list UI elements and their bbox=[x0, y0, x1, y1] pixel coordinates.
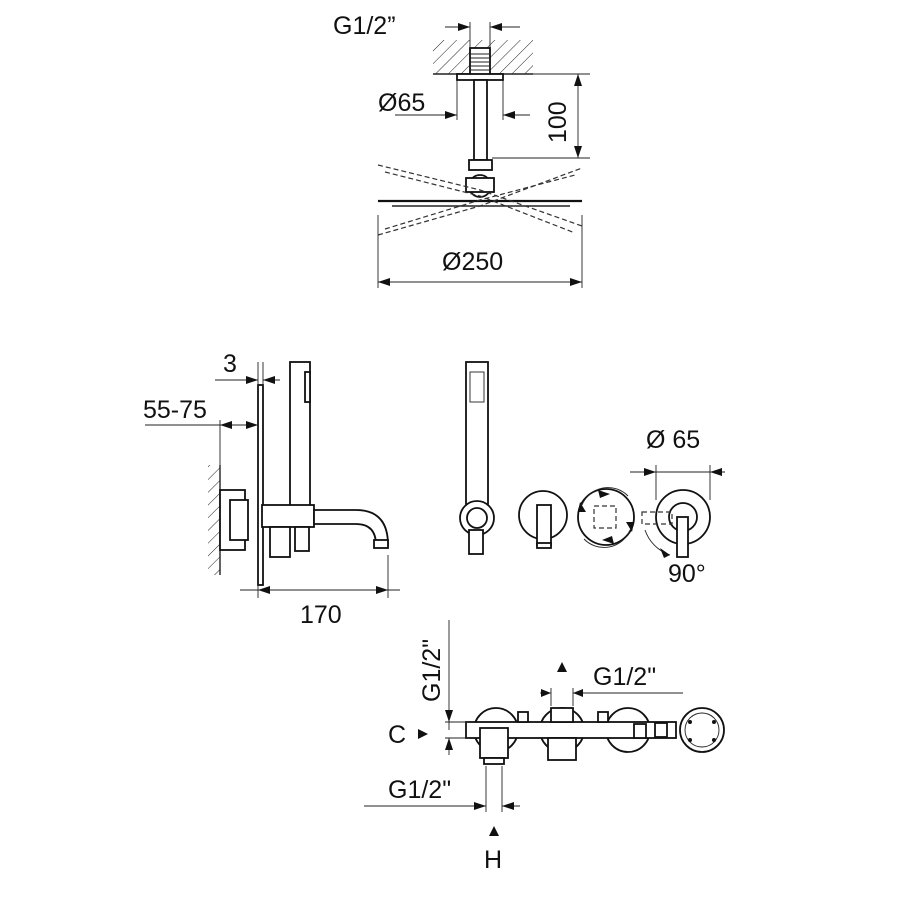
plate-thickness-label: 3 bbox=[223, 350, 237, 378]
vertical-outlet-thread-label: G1/2" bbox=[418, 639, 446, 702]
diverter-front bbox=[577, 487, 635, 548]
rotation-angle-label: 90° bbox=[668, 560, 706, 588]
mixer-lever-front bbox=[630, 465, 725, 558]
top-outlet-thread-label: G1/2" bbox=[593, 663, 656, 691]
mixer-side-view-drawing bbox=[145, 361, 400, 598]
concealed-body-drawing bbox=[364, 620, 725, 836]
cold-inlet-marker: C bbox=[388, 721, 406, 749]
thread-dimension-label: G1/2” bbox=[333, 12, 396, 40]
wall-depth-label: 55-75 bbox=[143, 396, 207, 424]
spout-plate-front bbox=[518, 490, 568, 549]
bottom-inlet-thread-label: G1/2" bbox=[388, 776, 451, 804]
arm-length-label: 100 bbox=[544, 101, 572, 143]
hot-inlet-marker: H bbox=[484, 846, 502, 874]
spout-projection-label: 170 bbox=[300, 601, 342, 629]
head-diameter-label: Ø250 bbox=[442, 248, 503, 276]
front-views-drawing bbox=[459, 361, 725, 558]
flange-diameter-label: Ø65 bbox=[378, 89, 425, 117]
plate-diameter-label: Ø 65 bbox=[646, 426, 700, 454]
hand-shower-front bbox=[459, 361, 495, 555]
ceiling-shower-head-drawing bbox=[377, 22, 590, 288]
